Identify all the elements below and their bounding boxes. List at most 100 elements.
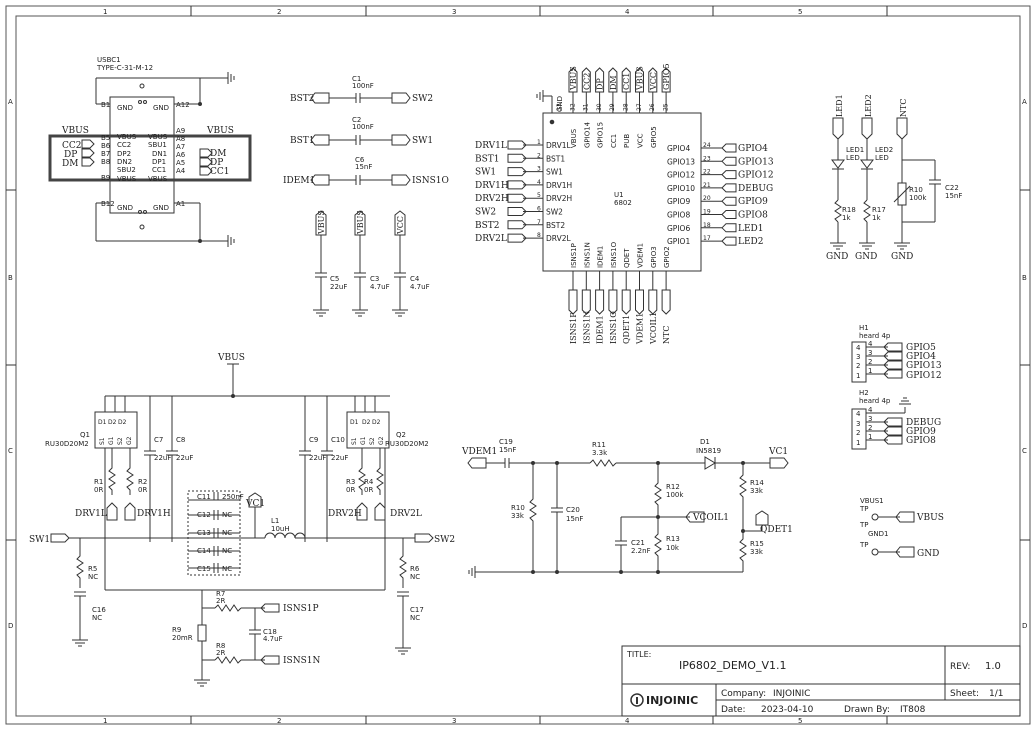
res-value: 10k: [666, 544, 680, 552]
cap-value: 15nF: [355, 163, 372, 171]
diode-value: IN5819: [696, 447, 721, 455]
net-label: SW2: [475, 208, 496, 218]
tp-type: TP: [859, 505, 869, 513]
res-value: 2R: [216, 649, 225, 657]
cap-value: NC: [222, 547, 232, 555]
net-label: VCC: [649, 72, 658, 91]
svg-text:D2: D2: [108, 419, 117, 426]
company-value: INJOINIC: [773, 689, 810, 699]
gnd-label: GND: [855, 252, 877, 262]
header-h2: H2 heard 4p 4 3 2 1 4 3 2 1 DEBUG GPIO9 …: [851, 389, 941, 450]
usb-ref: USBC1: [97, 56, 121, 64]
cap-ref: C22: [945, 184, 959, 192]
led-ref: LED1: [846, 146, 864, 154]
pin-num: 4: [868, 340, 873, 348]
col-label: 1: [103, 717, 107, 725]
inductor-value: 10uH: [271, 525, 290, 533]
res-value: NC: [88, 573, 98, 581]
pin-name: GPIO2: [663, 246, 671, 268]
res-ref: R5: [88, 565, 97, 573]
pin-name: VBUS: [117, 133, 137, 141]
pin-num: 27: [636, 103, 643, 111]
date-value: 2023-04-10: [761, 705, 814, 715]
row-label: B: [8, 274, 13, 282]
cap-ref: C1: [352, 75, 361, 83]
pin-num: 4: [856, 410, 861, 418]
res-ref: R14: [750, 479, 764, 487]
cap-ref: C18: [263, 628, 277, 636]
pin-num: 5: [537, 192, 541, 199]
cap-value: 2.2nF: [631, 547, 651, 555]
pin-num: 20: [703, 195, 711, 202]
svg-text:D2: D2: [362, 419, 371, 426]
pin-num: B12: [101, 200, 115, 208]
net-label: VBUS: [61, 126, 89, 136]
drawn-label: Drawn By:: [844, 705, 890, 715]
cap-ref: C4: [410, 275, 420, 283]
header-value: heard 4p: [859, 397, 891, 405]
col-label: 3: [452, 8, 456, 16]
header-ref: H1: [859, 324, 869, 332]
net-label: NTC: [662, 326, 671, 344]
net-label: GPIO12: [906, 371, 942, 381]
svg-text:S1: S1: [351, 437, 358, 445]
net-label: DP: [210, 158, 223, 168]
net-label: VBUS: [317, 210, 326, 235]
cap-ref: C9: [309, 436, 318, 444]
res-value: 1k: [872, 214, 881, 222]
net-label: VDEM1: [461, 447, 497, 457]
res-value: 0R: [138, 486, 147, 494]
cap-ref: C15: [197, 565, 211, 573]
res-value: 0R: [346, 486, 355, 494]
cap-value: NC: [92, 614, 102, 622]
svg-text:G1: G1: [360, 436, 367, 445]
cap-ref: C7: [154, 436, 163, 444]
header-ref: H2: [859, 389, 869, 397]
sheet-label: Sheet:: [950, 689, 979, 699]
net-label: ISNS1P: [283, 604, 319, 614]
pin-num: 2: [856, 429, 860, 437]
pin-name: VCC: [637, 133, 645, 148]
net-label: DM: [210, 149, 226, 159]
tp-type: TP: [859, 521, 869, 529]
cap-value: NC: [222, 511, 232, 519]
pin-num: 2: [856, 362, 860, 370]
cap-ref: C8: [176, 436, 185, 444]
net-label: DRV2L: [475, 234, 507, 244]
pin-num: B1: [101, 101, 110, 109]
net-label: SW2: [412, 94, 433, 104]
cap-ref: C13: [197, 529, 211, 537]
pin-num: 25: [662, 103, 669, 111]
pin-num: A7: [176, 143, 185, 151]
ic-ref: U1: [614, 191, 624, 199]
pin-name: GPIO6: [667, 224, 690, 233]
row-label: B: [1022, 274, 1027, 282]
net-label: DM: [609, 75, 618, 90]
pin-num: B8: [101, 158, 110, 166]
res-ref: R18: [842, 206, 856, 214]
net-label: CC2: [582, 73, 591, 90]
net-label: QDET1: [760, 525, 793, 535]
pin-num: A5: [176, 159, 185, 167]
cap-ref: C16: [92, 606, 106, 614]
pin-name: IDEM1: [597, 246, 605, 268]
res-ref: R12: [666, 483, 680, 491]
cap-ref: C12: [197, 511, 211, 519]
pin-num: A12: [176, 101, 190, 109]
res-ref: R11: [592, 441, 606, 449]
pin-name: GPIO15: [597, 122, 605, 148]
res-value: 3.3k: [592, 449, 608, 457]
ntc-sensor: NTC R10 100k C22 15nF GND: [891, 99, 962, 262]
cap-value: 15nF: [566, 515, 583, 523]
res-ref: R8: [216, 642, 225, 650]
pin-num: 3: [868, 349, 872, 357]
net-label: VBUS: [636, 66, 645, 91]
header-value: heard 4p: [859, 332, 891, 340]
cap-ref: C20: [566, 506, 580, 514]
net-label: CC1: [210, 167, 230, 177]
net-label: SW1: [475, 168, 496, 178]
net-label: LED1: [835, 94, 844, 117]
cap-value: 250nF: [222, 493, 244, 501]
